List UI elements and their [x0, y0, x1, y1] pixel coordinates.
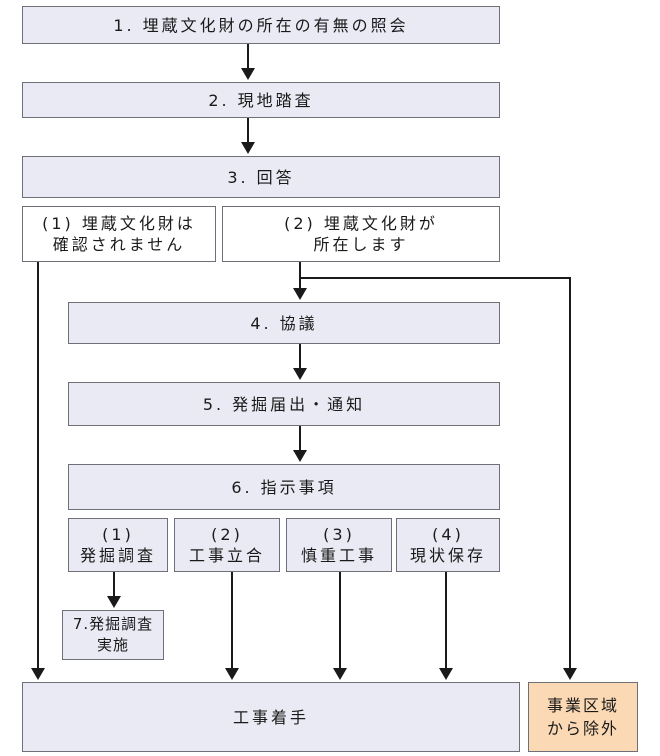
answer-not-confirmed-line-2: 確認されません — [52, 235, 186, 254]
arrow-1-to-2 — [241, 44, 255, 80]
construction-start: 工事着手 — [22, 682, 520, 752]
arrow-branch-to-exclude — [300, 277, 577, 680]
step-5-label: 5. 発掘届出・通知 — [202, 394, 366, 414]
step-1-inquiry: 1. 埋蔵文化財の所在の有無の照会 — [22, 6, 500, 44]
instruction-1-label: 発掘調査 — [79, 546, 156, 565]
step-4-consultation: 4. 協議 — [68, 302, 500, 344]
instruction-2-number: (2) — [211, 525, 243, 544]
instruction-3-number: (3) — [323, 525, 355, 544]
step-3-label: 3. 回答 — [227, 167, 295, 187]
arrow-i3-to-construction — [333, 572, 347, 680]
arrow-i4-to-construction — [439, 572, 453, 680]
arrow-r1-to-construction — [31, 262, 45, 680]
instruction-4-label: 現状保存 — [409, 546, 486, 565]
answer-not-confirmed: (1) 埋蔵文化財は 確認されません — [22, 206, 216, 262]
step-2-label: 2. 現地踏査 — [208, 90, 314, 110]
step-7-line-2: 実施 — [96, 636, 129, 654]
instruction-3-careful-work: (3) 慎重工事 — [286, 518, 392, 572]
step-5-notification: 5. 発掘届出・通知 — [68, 382, 500, 426]
arrow-i2-to-construction — [225, 572, 239, 680]
instruction-4-number: (4) — [432, 525, 464, 544]
instruction-2-witness: (2) 工事立合 — [174, 518, 280, 572]
step-1-label: 1. 埋蔵文化財の所在の有無の照会 — [113, 15, 409, 35]
excluded-from-project-area: 事業区域 から除外 — [528, 682, 638, 752]
instruction-3-label: 慎重工事 — [300, 546, 377, 565]
instruction-4-preservation: (4) 現状保存 — [396, 518, 500, 572]
step-6-instructions: 6. 指示事項 — [68, 464, 500, 510]
instruction-2-label: 工事立合 — [188, 546, 265, 565]
step-7-excavation-survey: 7.発掘調査 実施 — [62, 610, 164, 660]
step-4-label: 4. 協議 — [250, 313, 318, 333]
excluded-line-2: から除外 — [546, 719, 619, 738]
instruction-1-excavation: (1) 発掘調査 — [68, 518, 168, 572]
answer-present-line-1: (2) 埋蔵文化財が — [284, 214, 438, 233]
answer-not-confirmed-line-1: (1) 埋蔵文化財は — [42, 214, 196, 233]
arrow-4-to-5 — [293, 344, 307, 380]
arrow-2-to-3 — [241, 118, 255, 154]
arrow-i1-to-7 — [107, 572, 121, 608]
arrow-5-to-6 — [293, 426, 307, 462]
step-6-label: 6. 指示事項 — [231, 477, 337, 497]
answer-present: (2) 埋蔵文化財が 所在します — [222, 206, 500, 262]
excluded-line-1: 事業区域 — [546, 696, 619, 715]
step-3-answer: 3. 回答 — [22, 156, 500, 198]
step-2-field-survey: 2. 現地踏査 — [22, 82, 500, 118]
construction-start-label: 工事着手 — [232, 707, 309, 727]
arrow-r2-to-4 — [293, 262, 307, 300]
instruction-1-number: (1) — [102, 525, 134, 544]
step-7-line-1: 7.発掘調査 — [72, 615, 154, 633]
answer-present-line-2: 所在します — [313, 235, 409, 254]
